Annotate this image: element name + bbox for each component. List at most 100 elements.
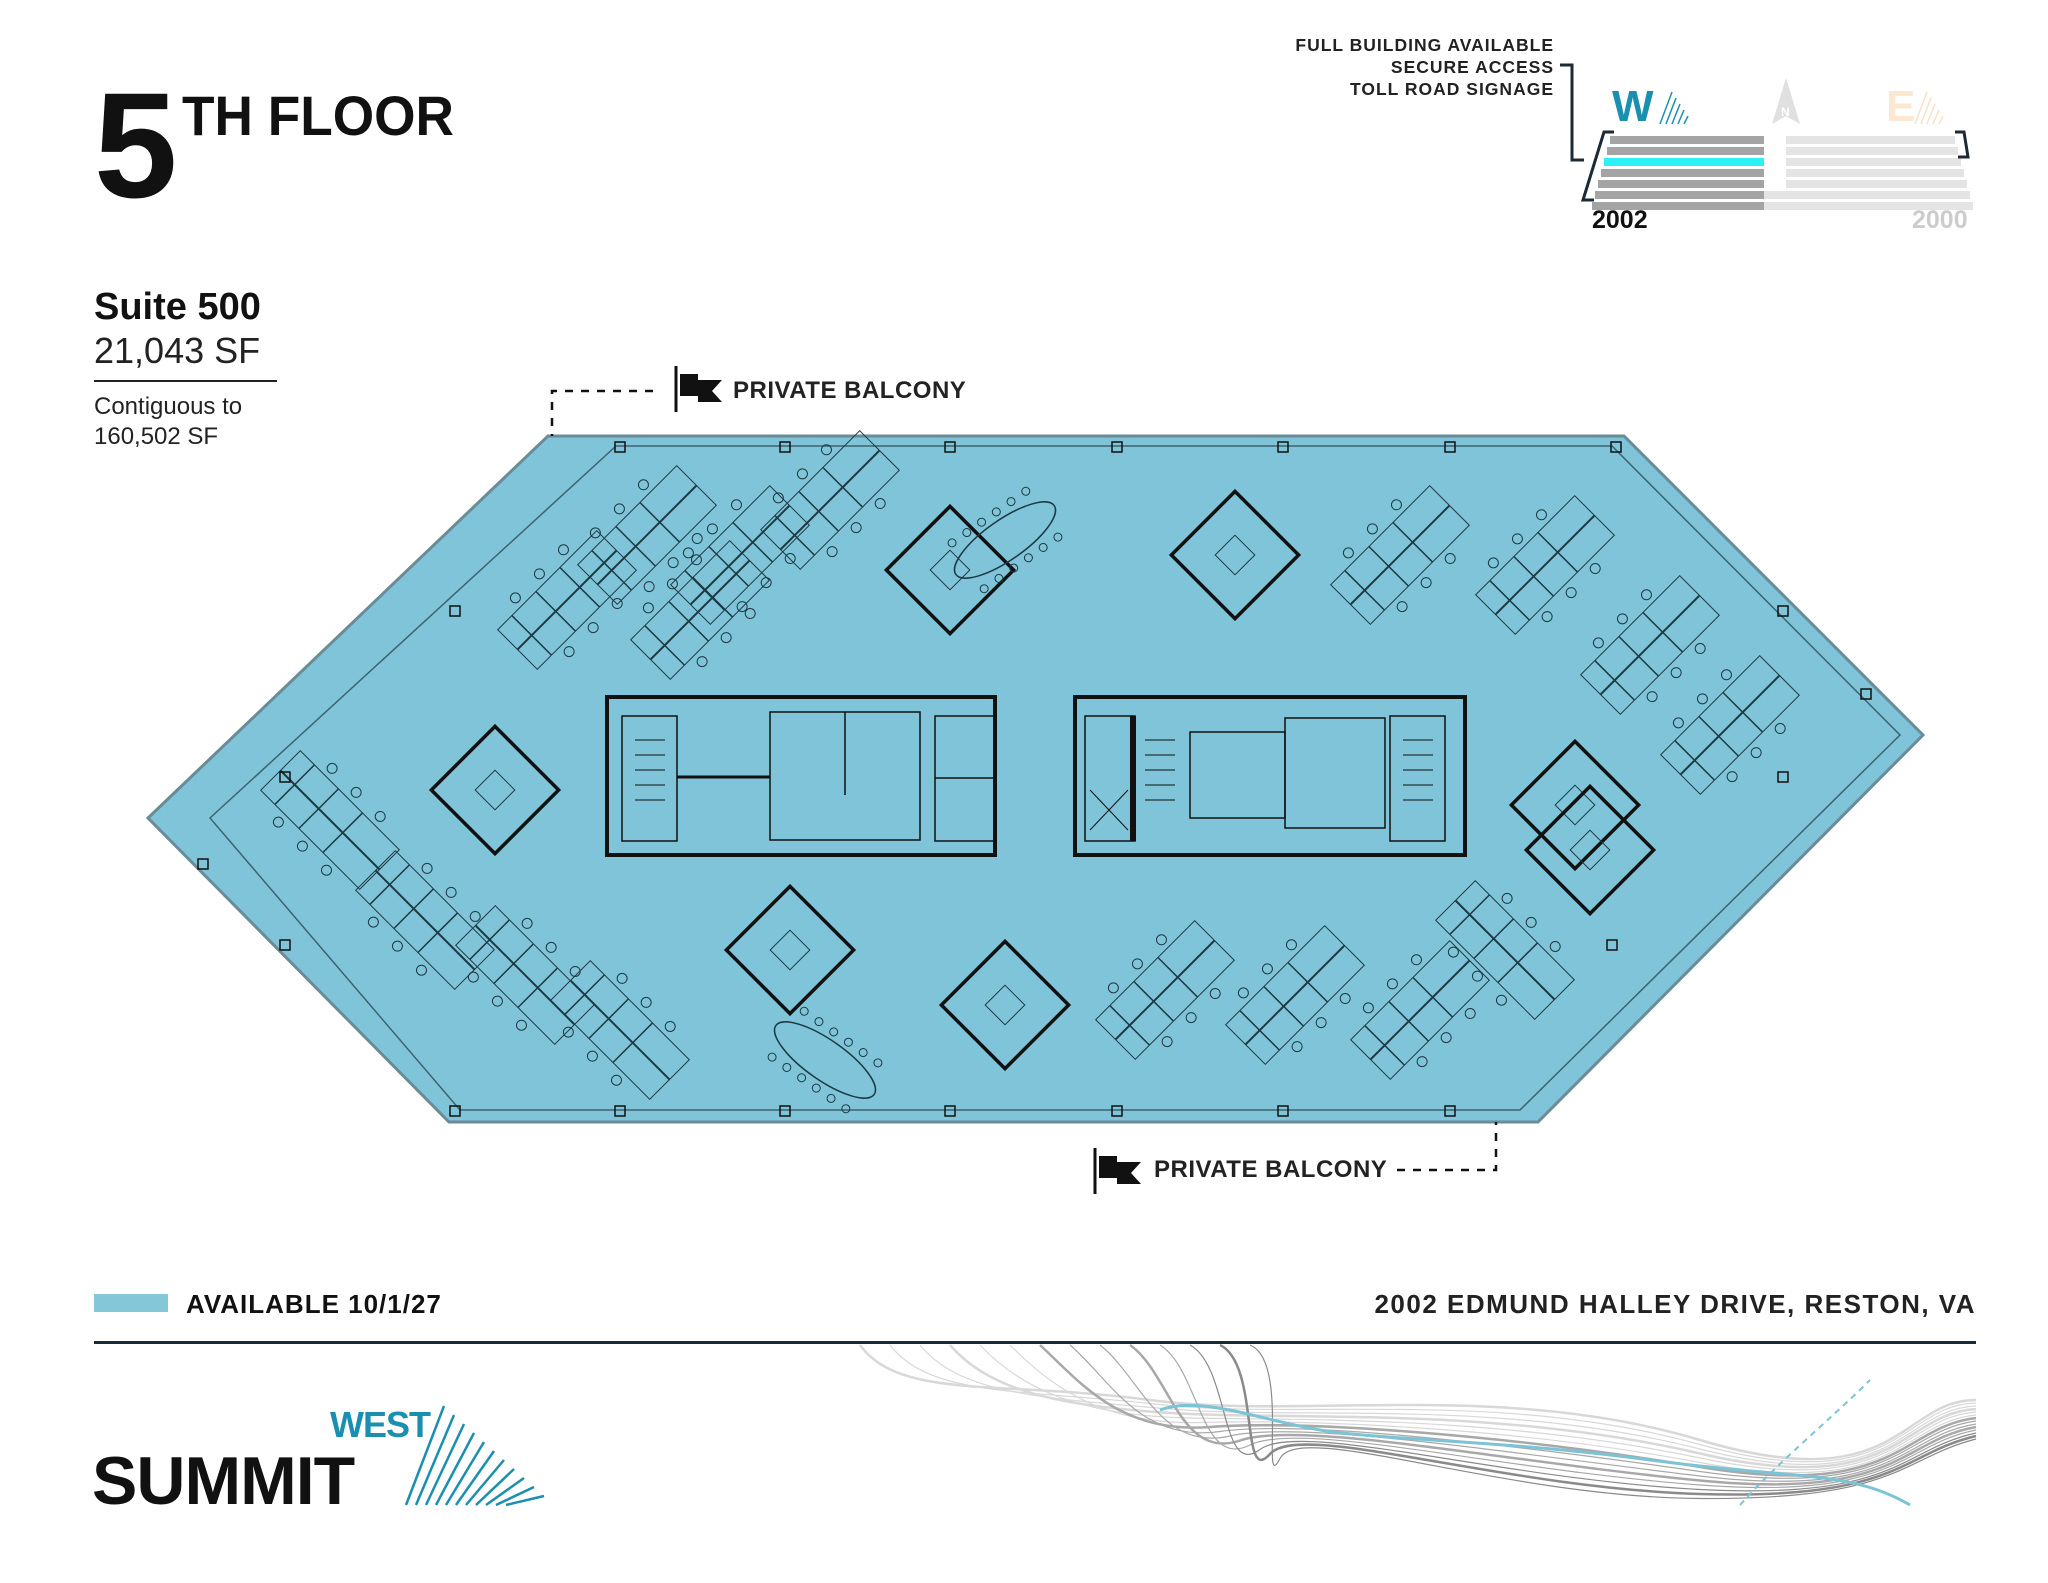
balcony-top-leader — [550, 389, 653, 436]
east-floor-bar — [1786, 158, 1961, 166]
contiguous-info: Contiguous to 160,502 SF — [94, 392, 242, 452]
east-floor-bar — [1764, 202, 1973, 210]
contour-line — [858, 1344, 1977, 1461]
logo-stripe — [434, 1432, 476, 1506]
suite-name: Suite 500 — [94, 286, 261, 328]
trail-line — [1739, 1379, 1871, 1506]
flag-icon — [1093, 1148, 1141, 1194]
contour-line — [1189, 1344, 1977, 1492]
workstation-cluster — [576, 464, 718, 606]
north-arrow-icon — [1772, 78, 1800, 124]
column — [1444, 441, 1456, 453]
column — [1860, 688, 1872, 700]
east-letter: E — [1886, 82, 1916, 131]
workstation-cluster — [759, 429, 901, 571]
east-building-label: 2000 — [1912, 206, 1968, 234]
workstation-cluster — [1094, 919, 1236, 1061]
west-floor-bar — [1604, 158, 1764, 166]
column — [1777, 771, 1789, 783]
floor-number: 5 — [94, 61, 177, 229]
east-floor-bar — [1786, 169, 1964, 177]
west-building-label: 2002 — [1592, 206, 1648, 234]
suite-area: 21,043 SF — [94, 330, 261, 371]
west-letter: W — [1612, 82, 1654, 131]
logo-stripe — [444, 1441, 486, 1506]
private-office — [428, 723, 562, 857]
contour-line — [1099, 1344, 1977, 1482]
east-bracket — [1955, 130, 1970, 159]
workstation-cluster — [1349, 939, 1491, 1081]
conference-table — [947, 486, 1063, 594]
private-office — [1508, 738, 1642, 872]
east-floor-bar — [1786, 180, 1967, 188]
private-office — [1523, 783, 1657, 917]
feature-3: TOLL ROAD SIGNAGE — [1349, 79, 1554, 99]
column — [197, 858, 209, 870]
logo-stripe — [414, 1414, 456, 1506]
balcony-label-bottom: PRIVATE BALCONY — [1154, 1156, 1388, 1183]
contour-line — [1129, 1343, 1977, 1486]
column — [1111, 1105, 1123, 1117]
address: 2002 EDMUND HALLEY DRIVE, RESTON, VA — [1374, 1289, 1976, 1319]
floor-plate — [145, 434, 1926, 1124]
contour-line — [1159, 1344, 1977, 1489]
column — [944, 441, 956, 453]
east-stripes-icon — [1914, 91, 1944, 125]
logo-stripe — [465, 1459, 505, 1506]
workstation-cluster — [1474, 494, 1616, 636]
contour-line — [1039, 1344, 1977, 1477]
workstation-cluster — [549, 959, 691, 1101]
column — [1777, 605, 1789, 617]
logo-stripe — [505, 1494, 545, 1507]
north-letter: N — [1781, 105, 1790, 119]
logo-stripe — [404, 1405, 446, 1506]
contour-line — [1249, 1344, 1977, 1500]
private-office — [938, 938, 1072, 1072]
column — [1606, 939, 1618, 951]
workstation-cluster — [1224, 924, 1366, 1066]
column — [449, 1105, 461, 1117]
column — [1111, 441, 1123, 453]
building-floors — [1592, 136, 1973, 210]
private-office — [723, 883, 857, 1017]
east-floor-bar — [1786, 136, 1955, 144]
contiguous-line1: Contiguous to — [94, 393, 243, 420]
east-floor-bar — [1764, 191, 1970, 199]
west-floor-bar — [1607, 147, 1764, 155]
workstation-cluster — [669, 484, 811, 626]
west-floor-bar — [1595, 191, 1764, 199]
column — [944, 1105, 956, 1117]
column — [279, 771, 291, 783]
column — [279, 939, 291, 951]
available-label: AVAILABLE 10/1/27 — [186, 1289, 442, 1319]
footer-divider — [94, 1341, 1976, 1344]
column — [1277, 1105, 1289, 1117]
feature-2: SECURE ACCESS — [1390, 57, 1554, 77]
column — [779, 441, 791, 453]
column — [779, 1105, 791, 1117]
west-floor-bar — [1598, 180, 1764, 188]
workstation-cluster — [354, 849, 496, 991]
west-bracket — [1580, 130, 1614, 202]
balcony-bottom-leader — [1397, 1122, 1498, 1172]
column — [1444, 1105, 1456, 1117]
column — [1610, 441, 1622, 453]
column — [1277, 441, 1289, 453]
logo-stripe — [454, 1450, 496, 1506]
east-floor-bar — [1786, 147, 1958, 155]
feature-1: FULL BUILDING AVAILABLE — [1295, 35, 1554, 55]
column — [449, 605, 461, 617]
private-office — [883, 503, 1017, 637]
balcony-label-top: PRIVATE BALCONY — [733, 377, 967, 404]
column — [614, 1105, 626, 1117]
contour-line — [1009, 1344, 1977, 1474]
workstation-cluster — [259, 749, 401, 891]
logo-stripe — [485, 1476, 525, 1507]
stream-line — [1159, 1403, 1911, 1507]
available-swatch — [94, 1294, 168, 1312]
logo-stripe — [495, 1485, 535, 1507]
contour-line — [979, 1344, 1977, 1471]
